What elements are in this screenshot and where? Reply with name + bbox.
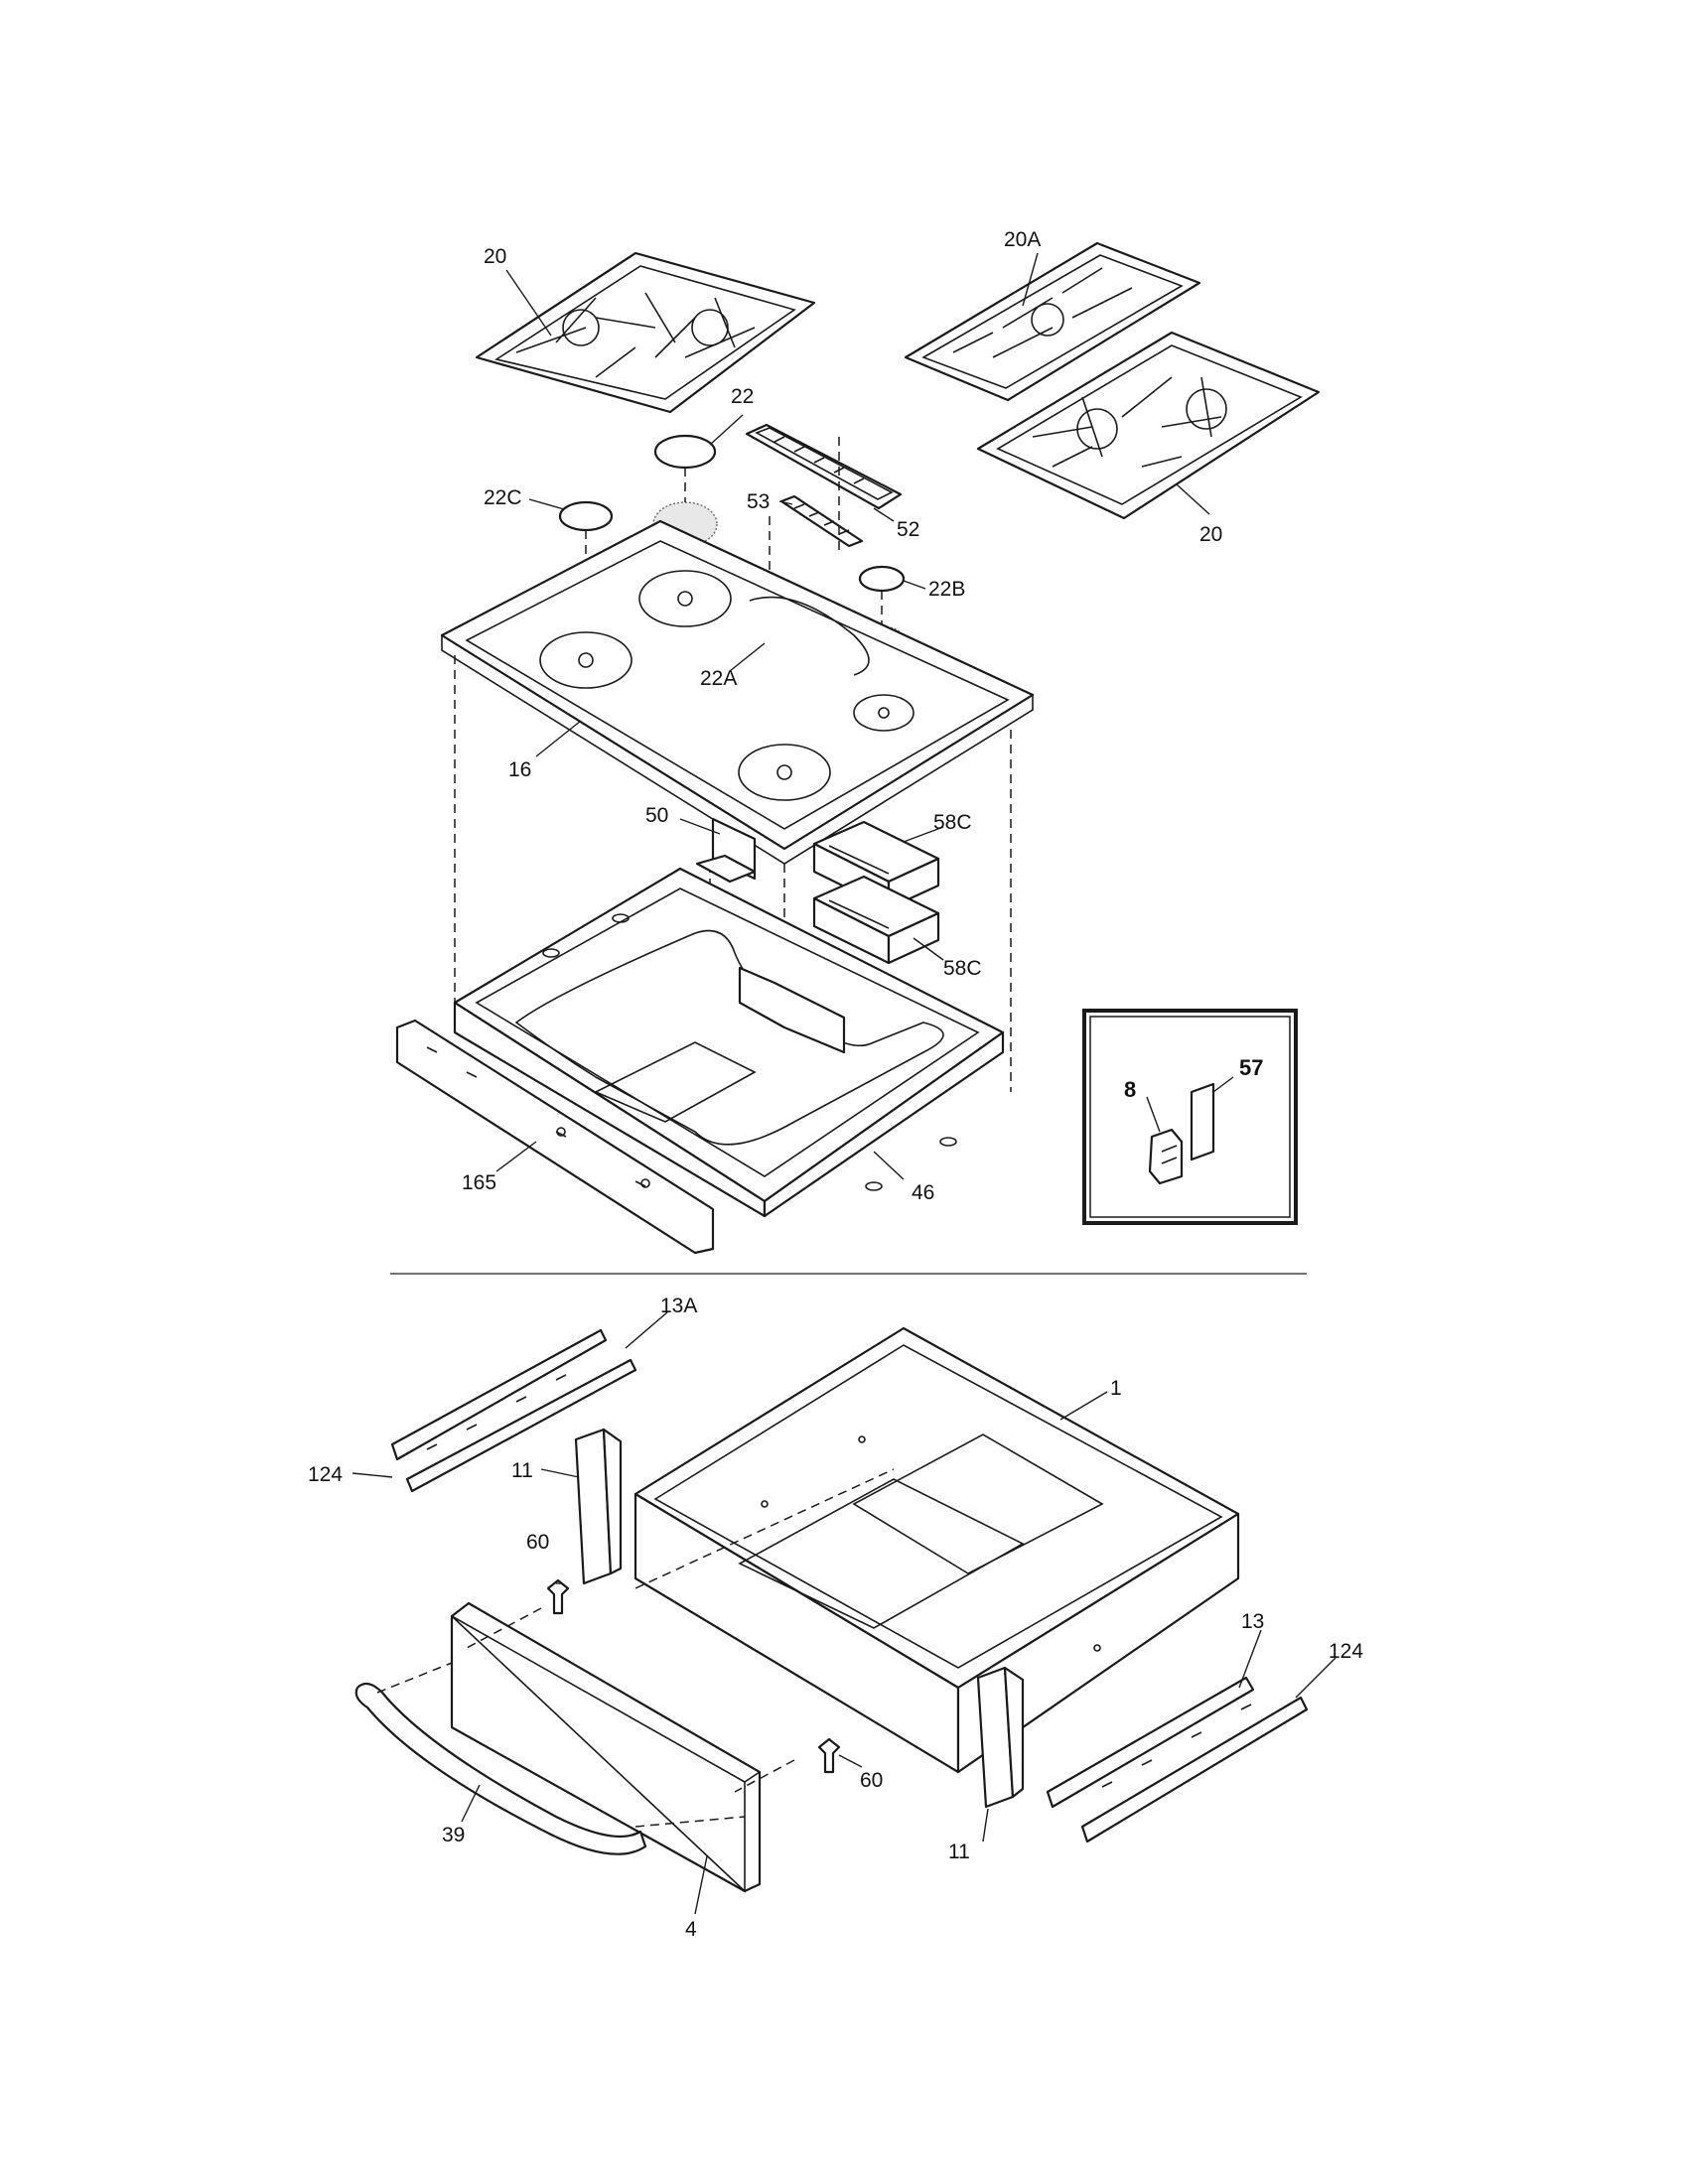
callout-20-right: 20 xyxy=(1199,523,1222,546)
callout-124-right: 124 xyxy=(1329,1640,1363,1663)
callout-124-left: 124 xyxy=(308,1463,343,1486)
cooktop xyxy=(440,519,1035,865)
callout-16: 16 xyxy=(508,758,531,781)
screw-right xyxy=(817,1737,841,1774)
callout-4: 4 xyxy=(685,1918,697,1941)
callout-13: 13 xyxy=(1241,1610,1264,1633)
callout-8: 8 xyxy=(1124,1077,1136,1102)
vent-trim xyxy=(779,494,864,548)
back-panel xyxy=(395,1019,715,1255)
drawer-body xyxy=(633,1326,1240,1774)
handle xyxy=(354,1682,647,1855)
callout-22c: 22C xyxy=(484,486,522,509)
callout-1: 1 xyxy=(1110,1377,1122,1400)
callout-53: 53 xyxy=(747,490,770,513)
callout-39: 39 xyxy=(442,1824,465,1846)
inset-box xyxy=(1082,1009,1298,1225)
grate-center xyxy=(904,241,1201,402)
chassis xyxy=(453,867,1005,1218)
callout-46: 46 xyxy=(912,1181,934,1204)
slide-rail-right xyxy=(1046,1676,1309,1843)
drawer-bracket-left xyxy=(574,1428,623,1585)
callout-22b: 22B xyxy=(928,578,965,601)
grate-right xyxy=(976,331,1321,520)
callout-52: 52 xyxy=(897,518,919,541)
callout-20a: 20A xyxy=(1004,228,1041,251)
callout-60-left: 60 xyxy=(526,1531,549,1554)
callout-22: 22 xyxy=(731,385,754,408)
callout-11-left: 11 xyxy=(511,1459,533,1482)
callout-57: 57 xyxy=(1239,1055,1263,1080)
callout-60-right: 60 xyxy=(860,1769,883,1792)
callout-11-right: 11 xyxy=(948,1841,970,1863)
vent-grille xyxy=(745,423,903,510)
callout-13a: 13A xyxy=(660,1295,697,1317)
burner-cap-22c xyxy=(558,500,614,532)
callout-50: 50 xyxy=(645,804,668,827)
slide-rail-left xyxy=(390,1328,637,1493)
callout-58c-upper: 58C xyxy=(933,811,972,834)
drawer-bracket-right xyxy=(976,1666,1025,1809)
callout-58c-lower: 58C xyxy=(943,957,982,980)
screw-left xyxy=(546,1578,570,1615)
callout-165: 165 xyxy=(462,1171,496,1194)
callout-22a: 22A xyxy=(700,667,737,690)
bracket-50 xyxy=(695,817,757,884)
callout-20-left: 20 xyxy=(484,245,506,268)
burner-cap-22b xyxy=(858,565,906,593)
drawer-front xyxy=(450,1601,762,1893)
grate-left xyxy=(475,251,816,414)
insulation-block-lower xyxy=(812,875,940,965)
burner-cap-22 xyxy=(653,434,717,470)
